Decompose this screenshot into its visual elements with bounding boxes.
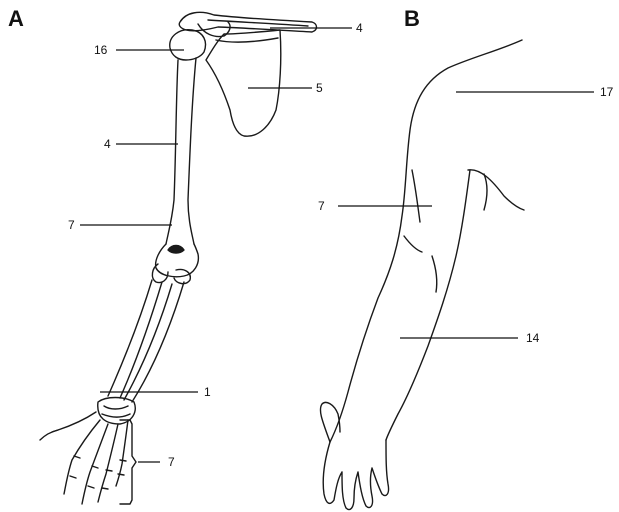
label-upper-arm: 7 <box>318 200 325 212</box>
axilla-crease <box>484 174 487 210</box>
skeleton-arm-drawing <box>40 12 317 504</box>
scapula-drawing <box>206 30 281 136</box>
hand-outline <box>320 402 388 509</box>
label-humerus-shaft: 4 <box>104 138 111 150</box>
label-humerus-lower: 7 <box>68 219 75 231</box>
label-scapula: 5 <box>316 82 323 94</box>
surface-arm-drawing <box>320 40 524 510</box>
label-hand: 7 <box>168 456 175 468</box>
torso-outline <box>468 170 524 210</box>
cubital-fold <box>404 236 422 252</box>
label-forearm: 14 <box>526 332 539 344</box>
label-wrist: 1 <box>204 386 211 398</box>
label-shoulder: 17 <box>600 86 613 98</box>
label-clavicle: 4 <box>356 22 363 34</box>
arm-outline-lateral <box>330 40 522 442</box>
humerus-drawing <box>166 58 196 244</box>
arm-outline-medial <box>386 170 470 440</box>
leader-lines <box>80 28 594 462</box>
forearm-muscle-line <box>432 256 437 292</box>
elbow-crease <box>412 170 420 222</box>
humerus-head-drawing <box>170 30 206 60</box>
finger-bones-drawing <box>40 412 128 504</box>
ulna-drawing <box>124 282 184 402</box>
carpal-lines <box>102 406 130 417</box>
scapula-spine-line <box>216 38 278 42</box>
label-humerus-head: 16 <box>94 44 107 56</box>
panel-a-letter: A <box>8 8 24 30</box>
olecranon-fossa <box>168 246 184 254</box>
panel-b-letter: B <box>404 8 420 30</box>
